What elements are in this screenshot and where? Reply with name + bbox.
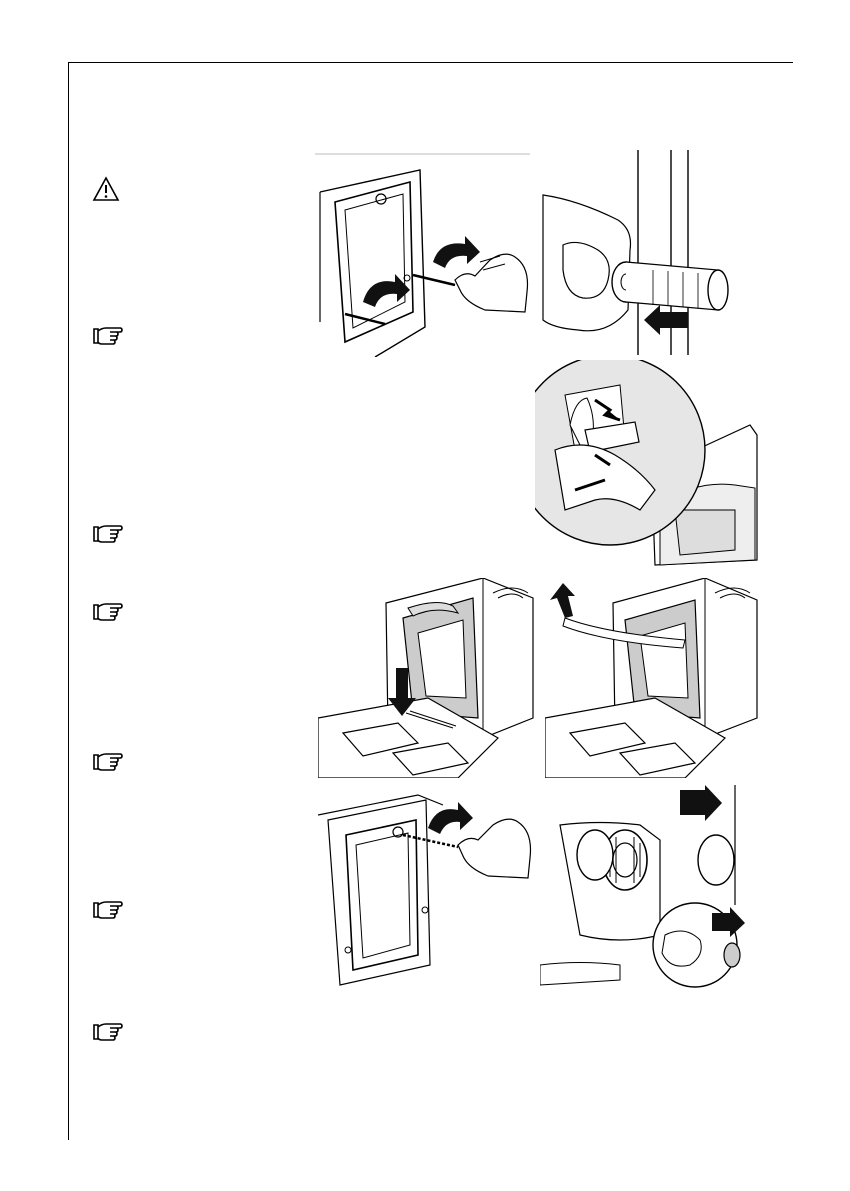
insert-hose-into-slot-illustration bbox=[318, 578, 538, 778]
warning-triangle-icon bbox=[92, 176, 120, 202]
release-hose-clip-illustration bbox=[535, 360, 760, 570]
pointing-hand-icon bbox=[92, 750, 124, 772]
top-rule bbox=[68, 62, 793, 63]
insert-spacer-into-hole-illustration bbox=[538, 150, 748, 360]
pointing-hand-icon bbox=[92, 600, 124, 622]
fit-cover-caps-illustration bbox=[540, 785, 762, 995]
pointing-hand-icon bbox=[92, 898, 124, 920]
pointing-hand-icon bbox=[92, 1020, 124, 1042]
left-margin-rule bbox=[68, 62, 69, 1140]
pointing-hand-icon bbox=[92, 522, 124, 544]
lift-hose-out-illustration bbox=[545, 578, 760, 778]
remove-back-panel-screws-illustration bbox=[315, 152, 535, 357]
unscrew-back-panel-bolt-illustration bbox=[318, 790, 538, 990]
pointing-hand-icon bbox=[92, 324, 124, 346]
